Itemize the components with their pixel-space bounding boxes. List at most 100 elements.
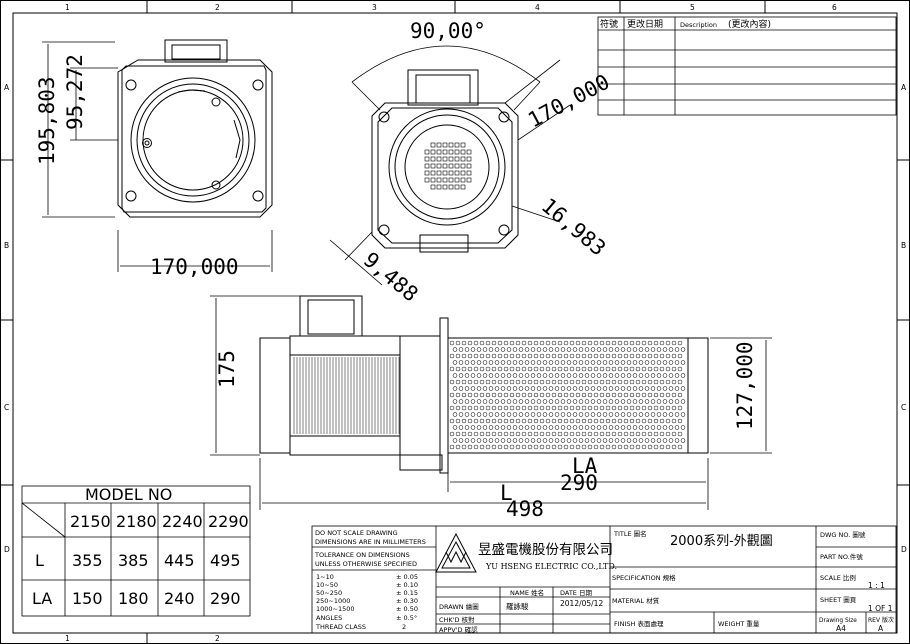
tol-value: ± 0.05 bbox=[396, 573, 418, 581]
perforation-hole bbox=[599, 405, 605, 411]
perforation-hole bbox=[581, 405, 587, 411]
perforation-hole bbox=[587, 431, 593, 437]
perforation-hole bbox=[590, 399, 596, 404]
perforation-hole bbox=[671, 405, 677, 411]
perforation-hole bbox=[677, 418, 683, 424]
perforation-hole bbox=[563, 431, 569, 437]
perforation-hole bbox=[482, 412, 488, 417]
grille-cell bbox=[436, 142, 442, 148]
grille-cell bbox=[442, 142, 448, 148]
perforation-hole bbox=[473, 431, 479, 437]
perforation-hole bbox=[473, 340, 479, 346]
perforation-hole bbox=[488, 399, 494, 404]
front-view bbox=[371, 69, 519, 253]
perforation-hole bbox=[557, 418, 563, 424]
row-label: C bbox=[4, 403, 9, 412]
grille-cell bbox=[430, 170, 436, 176]
perforation-hole bbox=[647, 444, 653, 450]
perforation-hole bbox=[536, 373, 542, 378]
perforation-hole bbox=[623, 444, 629, 450]
perforation-hole bbox=[650, 425, 656, 430]
perforation-hole bbox=[485, 379, 491, 385]
perforation-hole bbox=[494, 425, 500, 430]
perforation-hole bbox=[560, 386, 566, 391]
perforation-hole bbox=[539, 405, 545, 411]
perforation-hole bbox=[476, 386, 482, 391]
grille-cell bbox=[448, 170, 454, 176]
perforation-hole bbox=[461, 340, 467, 346]
perforation-hole bbox=[551, 418, 557, 424]
perforation-hole bbox=[494, 386, 500, 391]
perforation-hole bbox=[593, 392, 599, 398]
perforation-hole bbox=[530, 438, 536, 443]
perforation-hole bbox=[680, 399, 686, 404]
perforation-hole bbox=[614, 425, 620, 430]
perforation-hole bbox=[554, 399, 560, 404]
perforation-hole bbox=[458, 399, 464, 404]
grille-cell bbox=[424, 170, 430, 176]
row-label: A bbox=[901, 83, 907, 92]
perforation-hole bbox=[455, 431, 461, 437]
perforation-hole bbox=[593, 444, 599, 450]
perforation-hole bbox=[512, 347, 518, 352]
col-label: 6 bbox=[832, 3, 837, 12]
perforation-hole bbox=[575, 379, 581, 385]
perforation-hole bbox=[491, 431, 497, 437]
perforation-hole bbox=[488, 360, 494, 365]
grille-cell bbox=[436, 170, 442, 176]
dim-9488: 9,488 bbox=[359, 247, 423, 306]
perforation-hole bbox=[635, 366, 641, 372]
perforation-hole bbox=[476, 438, 482, 443]
perforation-hole bbox=[656, 347, 662, 352]
perforation-hole bbox=[671, 366, 677, 372]
tol-value: ± 0.10 bbox=[396, 581, 418, 589]
perforation-hole bbox=[650, 360, 656, 365]
perforation-hole bbox=[455, 379, 461, 385]
cell-la: 240 bbox=[164, 589, 195, 608]
perforation-hole bbox=[548, 399, 554, 404]
perforation-hole bbox=[674, 412, 680, 417]
perforation-hole bbox=[524, 347, 530, 352]
perforation-hole bbox=[614, 438, 620, 443]
grille-cell bbox=[424, 149, 430, 155]
row-label: B bbox=[901, 241, 906, 250]
perforation-hole bbox=[497, 353, 503, 359]
grille-cell bbox=[442, 156, 448, 162]
perforation-hole bbox=[659, 340, 665, 346]
grille-cell bbox=[454, 170, 460, 176]
perforation-hole bbox=[464, 438, 470, 443]
perforation-hole bbox=[572, 412, 578, 417]
perforation-hole bbox=[602, 438, 608, 443]
perforation-hole bbox=[575, 431, 581, 437]
perforation-hole bbox=[500, 412, 506, 417]
perforation-hole bbox=[479, 418, 485, 424]
perforation-hole bbox=[458, 438, 464, 443]
perforation-hole bbox=[614, 373, 620, 378]
perforation-hole bbox=[533, 418, 539, 424]
perforation-hole bbox=[659, 379, 665, 385]
cell-l: 495 bbox=[210, 551, 241, 570]
perforation-hole bbox=[488, 386, 494, 391]
perforation-hole bbox=[509, 418, 515, 424]
perforation-hole bbox=[587, 392, 593, 398]
perforation-hole bbox=[638, 425, 644, 430]
perforation-hole bbox=[527, 444, 533, 450]
perforation-hole bbox=[524, 360, 530, 365]
perforation-hole bbox=[557, 353, 563, 359]
perforation-hole bbox=[485, 405, 491, 411]
perforation-hole bbox=[536, 425, 542, 430]
perforation-hole bbox=[644, 373, 650, 378]
perforation-hole bbox=[653, 405, 659, 411]
perforation-hole bbox=[560, 425, 566, 430]
perforation-hole bbox=[554, 347, 560, 352]
perforation-hole bbox=[677, 379, 683, 385]
perforation-hole bbox=[455, 418, 461, 424]
perforation-hole bbox=[479, 340, 485, 346]
perforation-hole bbox=[650, 438, 656, 443]
perforation-hole bbox=[680, 360, 686, 365]
perforation-hole bbox=[506, 438, 512, 443]
perforation-hole bbox=[647, 366, 653, 372]
perforation-hole bbox=[572, 360, 578, 365]
perforation-hole bbox=[491, 405, 497, 411]
perforation-hole bbox=[503, 392, 509, 398]
